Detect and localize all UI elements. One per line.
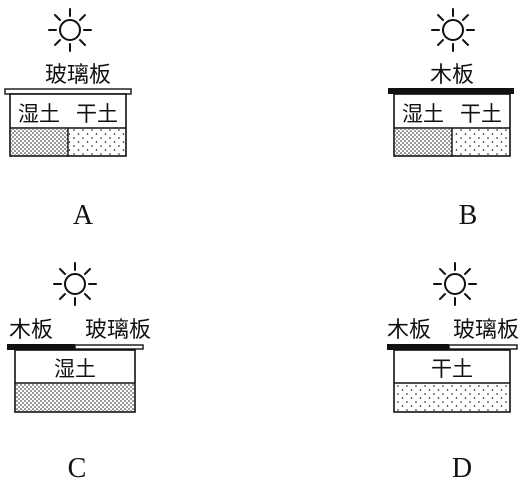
wet-soil xyxy=(11,129,68,155)
glass-plate xyxy=(74,344,144,350)
caption-b: B xyxy=(459,200,478,231)
soil-label-wet: 湿土 xyxy=(18,102,60,126)
caption-a: A xyxy=(73,200,94,231)
cover-label-glass: 玻璃板 xyxy=(45,63,111,88)
caption-d: D xyxy=(452,453,472,482)
setup-a: 玻璃板 湿土 干土 A xyxy=(4,8,132,231)
cover-label-wood: 木板 xyxy=(387,318,431,343)
dry-soil xyxy=(395,384,509,411)
soil-label-dry: 干土 xyxy=(431,357,473,381)
soil-label-dry: 干土 xyxy=(460,102,502,126)
wet-soil xyxy=(16,384,134,411)
soil-label-dry: 干土 xyxy=(76,102,118,126)
dry-soil xyxy=(69,129,125,155)
sun-icon xyxy=(48,8,92,52)
soil-label-wet: 湿土 xyxy=(402,102,444,126)
sun-icon xyxy=(53,262,97,306)
setup-d: 木板 玻璃板 干土 D xyxy=(387,262,519,482)
soil-label-wet: 湿土 xyxy=(54,357,96,381)
cover-label-wood: 木板 xyxy=(9,318,53,343)
setup-b: 木板 湿土 干土 B xyxy=(388,8,514,231)
wood-board xyxy=(388,88,514,94)
wet-soil xyxy=(395,129,452,155)
cover-label-wood: 木板 xyxy=(430,63,474,88)
wood-board xyxy=(7,344,75,350)
sun-icon xyxy=(431,8,475,52)
cover-label-glass: 玻璃板 xyxy=(453,318,519,343)
caption-c: C xyxy=(68,453,87,482)
dry-soil xyxy=(453,129,509,155)
sun-icon xyxy=(433,262,477,306)
glass-plate xyxy=(448,344,518,350)
cover-label-glass: 玻璃板 xyxy=(85,318,151,343)
wood-board xyxy=(387,344,449,350)
setup-c: 木板 玻璃板 湿土 C xyxy=(7,262,151,482)
